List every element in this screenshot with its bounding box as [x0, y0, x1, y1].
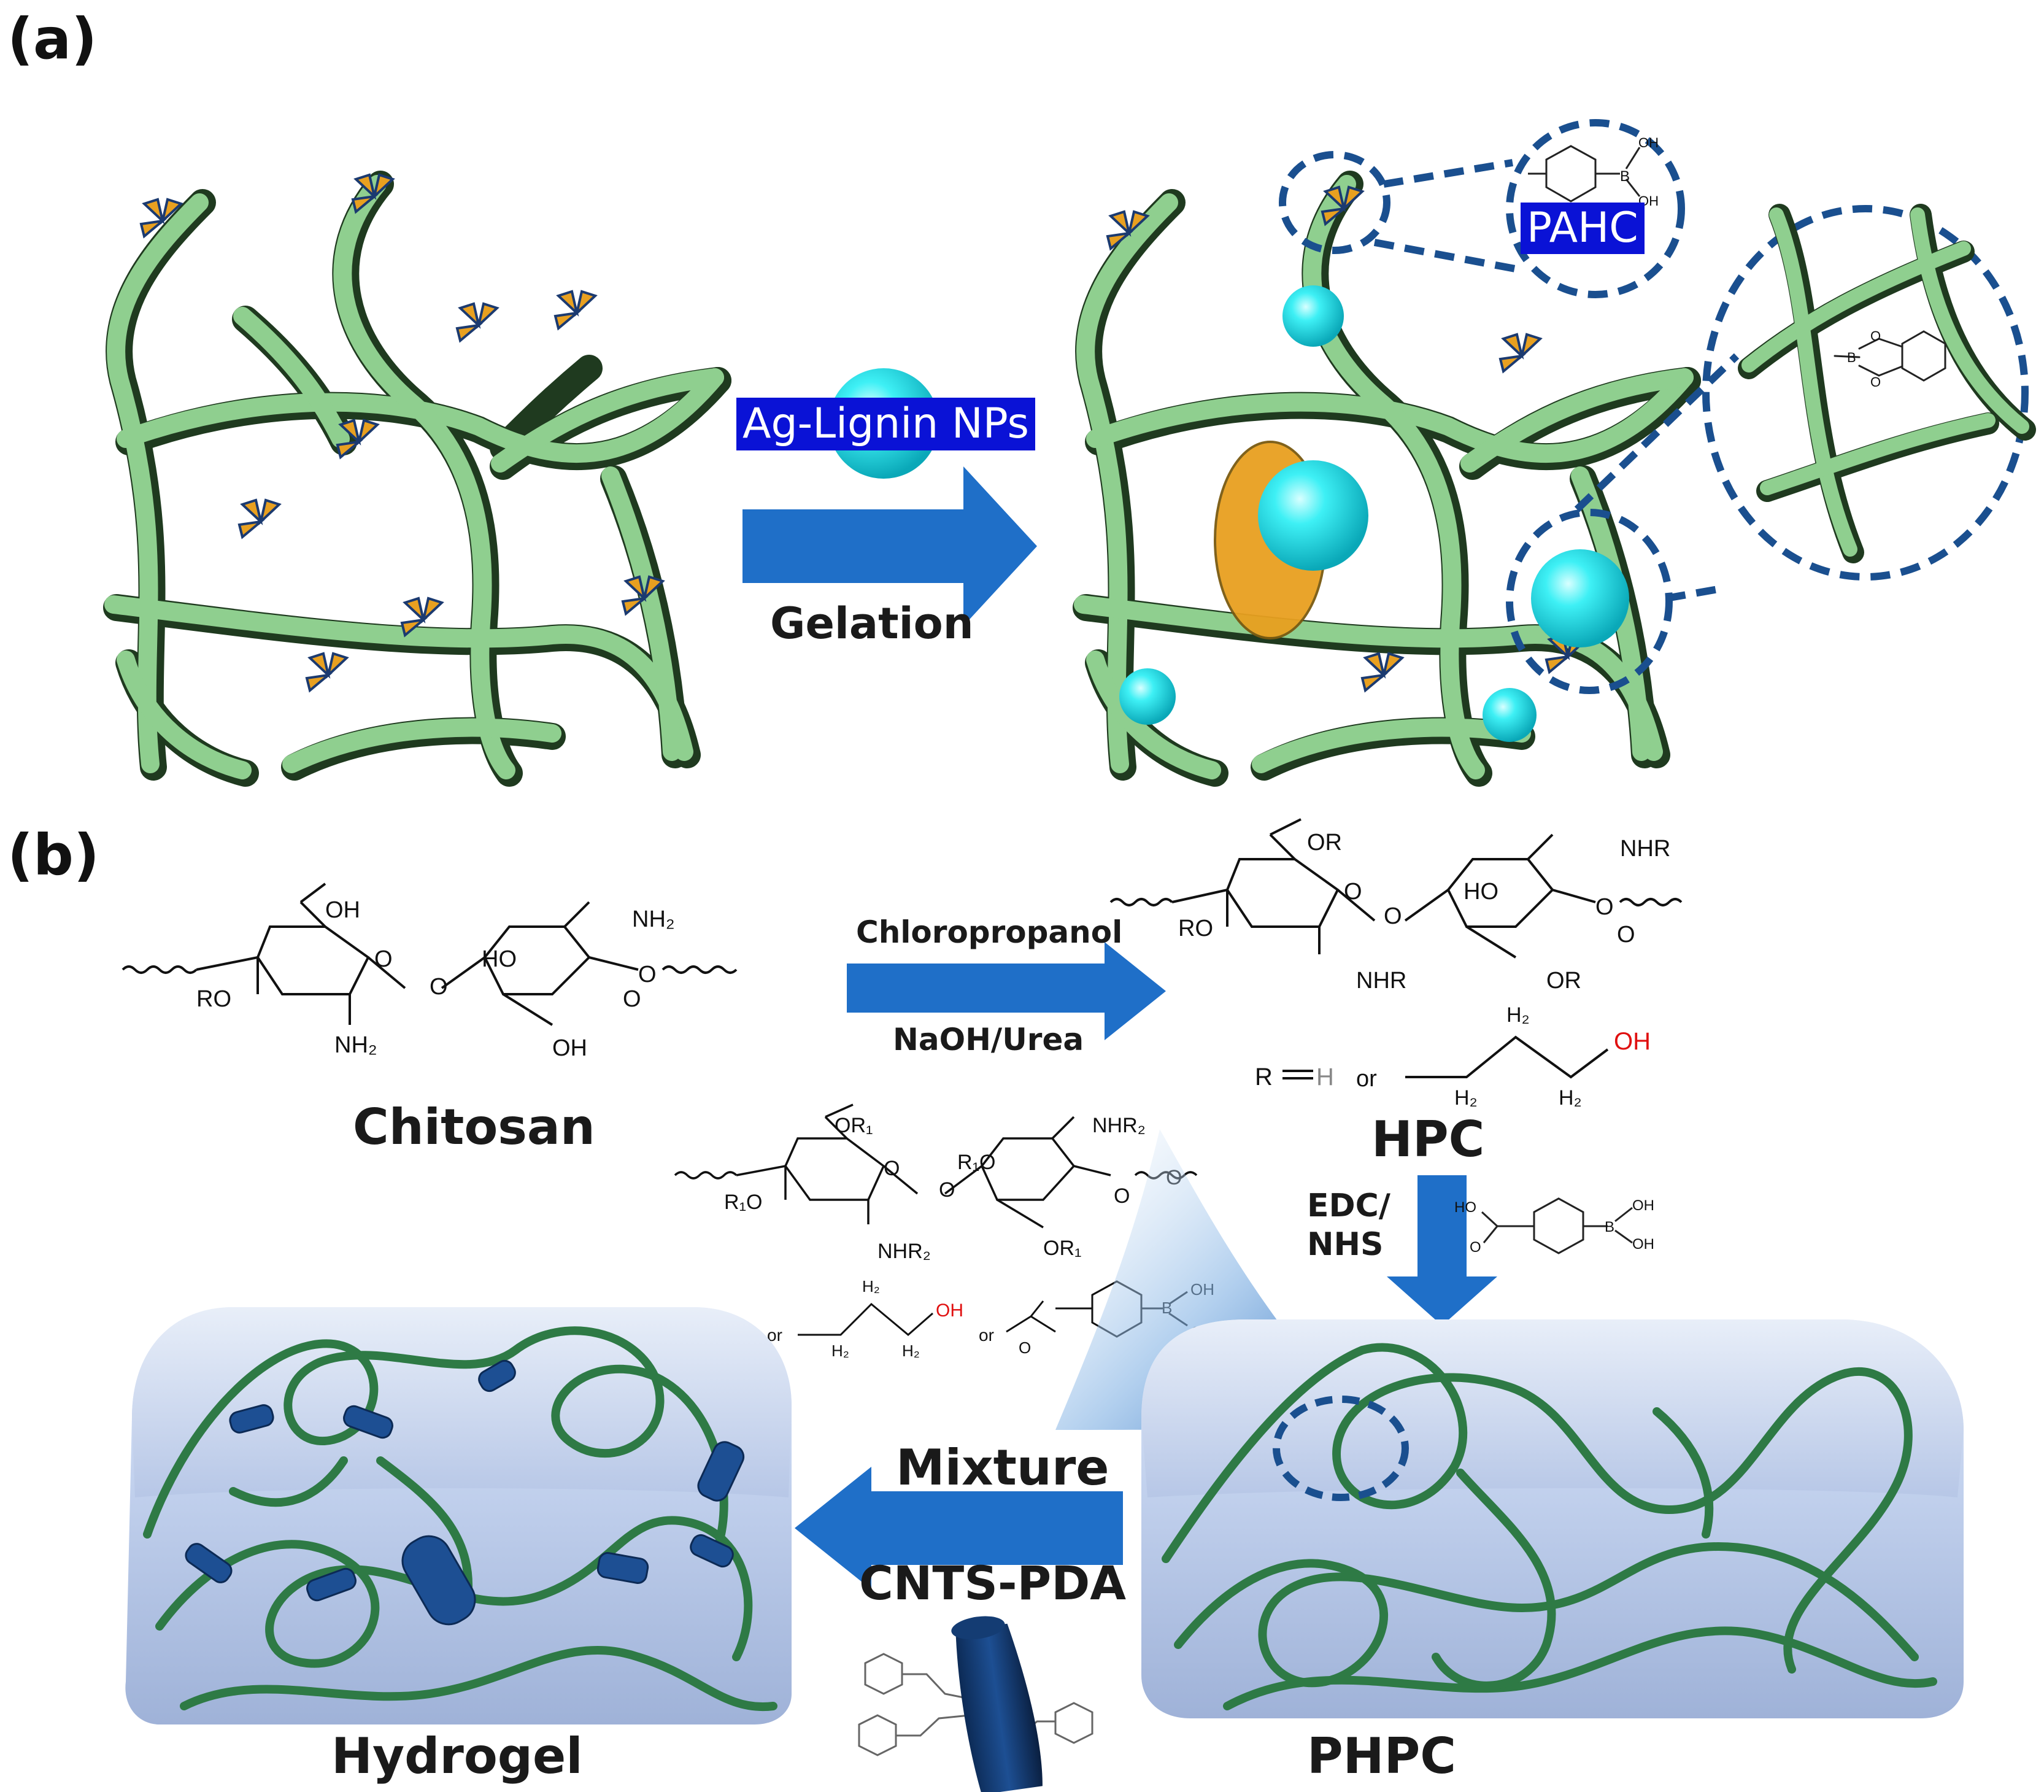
chitosan-ro: RO	[196, 986, 231, 1012]
pahc-oh-label-1: OH	[1638, 135, 1659, 150]
hpc-ring-o-2: O	[1617, 922, 1635, 948]
panel-label-b: (b)	[7, 822, 99, 888]
panel-b: OH O RO NH₂ O HO NH₂ O OH O OR	[121, 818, 1964, 1792]
cnt-pda-illustration	[858, 1616, 1093, 1792]
reagent-oh-1: OH	[1632, 1197, 1654, 1214]
crosslink-inset-strands	[1738, 204, 2036, 563]
hpc-r-or: or	[1356, 1066, 1377, 1092]
pahc-group-callout	[1279, 151, 1390, 254]
chitosan-structure	[121, 882, 738, 1026]
phpc-gel-block	[1141, 1319, 1964, 1718]
phpc-or1-bottom: OR₁	[1043, 1237, 1081, 1260]
r2-h2-3: H₂	[902, 1342, 920, 1360]
step2-reagent-line1: EDC/	[1307, 1188, 1390, 1224]
ag-lignin-nanoparticles	[1119, 285, 1629, 742]
crosslink-o-label-2: O	[1870, 374, 1881, 390]
step3-reagent-top: Mixture	[896, 1439, 1109, 1496]
crosslink-boron-label: B	[1847, 350, 1856, 365]
phpc-bridge-o: O	[939, 1178, 955, 1202]
panel-label-a: (a)	[7, 6, 98, 72]
hpc-or-top: OR	[1307, 830, 1342, 855]
chitosan-oh-bottom: OH	[552, 1035, 587, 1061]
r2-h2-1: H₂	[862, 1277, 880, 1296]
hpc-r-letter: R	[1255, 1064, 1273, 1091]
phpc-nhr2-bottom: NHR₂	[877, 1240, 931, 1263]
chitosan-bridge-o: O	[430, 974, 448, 1000]
hpc-r-h: H	[1316, 1064, 1334, 1091]
reagent-oh-2: OH	[1632, 1236, 1654, 1253]
reagent-b: B	[1605, 1219, 1614, 1235]
phpc-zoom-callout	[1273, 1396, 1409, 1501]
polymer-network-before	[103, 171, 731, 787]
boronic-acid-reagent	[1481, 1197, 1633, 1254]
r2-oh: OH	[936, 1300, 963, 1321]
hpc-or-bottom: OR	[1546, 968, 1581, 994]
step1-reagent-top: Chloropropanol	[856, 914, 1123, 950]
pahc-label: PAHC	[1521, 203, 1645, 254]
boronic-acid-groups	[139, 173, 665, 693]
ag-lignin-label: Ag-Lignin NPs	[736, 398, 1035, 450]
hpc-end-o: O	[1595, 894, 1614, 920]
chitosan-ho: HO	[482, 946, 517, 972]
step2-arrow	[1387, 1175, 1497, 1326]
hpc-ro: RO	[1178, 916, 1213, 941]
chitosan-nh2-top: NH₂	[632, 906, 675, 932]
hpc-r-h2-1: H₂	[1506, 1003, 1530, 1027]
step3-arrow	[795, 1467, 1123, 1589]
step1-reagent-bottom: NaOH/Urea	[893, 1022, 1084, 1057]
phpc-label: PHPC	[1307, 1728, 1456, 1785]
hpc-nhr-bottom: NHR	[1356, 968, 1406, 994]
chitosan-ring-o-2: O	[623, 986, 641, 1012]
hpc-r-definition	[1282, 1035, 1609, 1079]
hpc-label: HPC	[1371, 1111, 1485, 1168]
reagent-o: O	[1470, 1239, 1481, 1256]
hpc-nhr-top: NHR	[1620, 836, 1670, 862]
hpc-ho: HO	[1464, 879, 1498, 905]
phpc-structure	[674, 1103, 1198, 1229]
phpc-r1o-mid: R₁O	[957, 1151, 995, 1174]
chitosan-nh2-bottom: NH₂	[334, 1032, 377, 1058]
chitosan-end-o: O	[638, 962, 657, 987]
hpc-structure	[1109, 818, 1683, 959]
gelation-label: Gelation	[770, 598, 974, 649]
r2-o: O	[1019, 1338, 1031, 1357]
reagent-ho: HO	[1454, 1199, 1476, 1216]
crosslink-inset-circle	[1702, 205, 2029, 581]
phpc-ring-o-2: O	[1114, 1184, 1130, 1208]
step3-reagent-bottom: CNTS-PDA	[859, 1556, 1127, 1610]
zoom-callouts	[1279, 119, 2029, 694]
hydrogel-block	[125, 1307, 792, 1724]
phpc-or1-top: OR₁	[835, 1114, 873, 1137]
chitosan-ring-o-1: O	[374, 946, 393, 972]
crosslink-o-label-1: O	[1870, 328, 1881, 344]
hpc-r-h2-3: H₂	[1559, 1086, 1582, 1110]
step1-arrow	[847, 942, 1166, 1040]
r2-or-2: or	[979, 1326, 994, 1345]
hpc-r-h2-2: H₂	[1454, 1086, 1478, 1110]
pahc-inset-circle	[1506, 119, 1685, 298]
phpc-ring-o-1: O	[884, 1157, 900, 1180]
pahc-boron-label: B	[1620, 168, 1630, 185]
r2-h2-2: H₂	[831, 1342, 849, 1360]
hpc-r-oh: OH	[1614, 1028, 1651, 1055]
chitosan-oh-top: OH	[325, 897, 360, 923]
phpc-r1o-left: R₁O	[724, 1191, 762, 1214]
hydrogel-label: Hydrogel	[331, 1728, 583, 1785]
pahc-inset-molecule	[1528, 145, 1641, 203]
panel-a: B OH OH	[103, 119, 2036, 787]
step2-reagent-line2: NHS	[1307, 1226, 1384, 1263]
hpc-bridge-o: O	[1384, 903, 1402, 929]
polymer-network-after	[1073, 171, 1701, 787]
chitosan-label: Chitosan	[353, 1099, 595, 1156]
phpc-nhr2-top: NHR₂	[1092, 1114, 1146, 1137]
hpc-ring-o-1: O	[1344, 879, 1362, 905]
cnt-fragments	[185, 1359, 745, 1626]
